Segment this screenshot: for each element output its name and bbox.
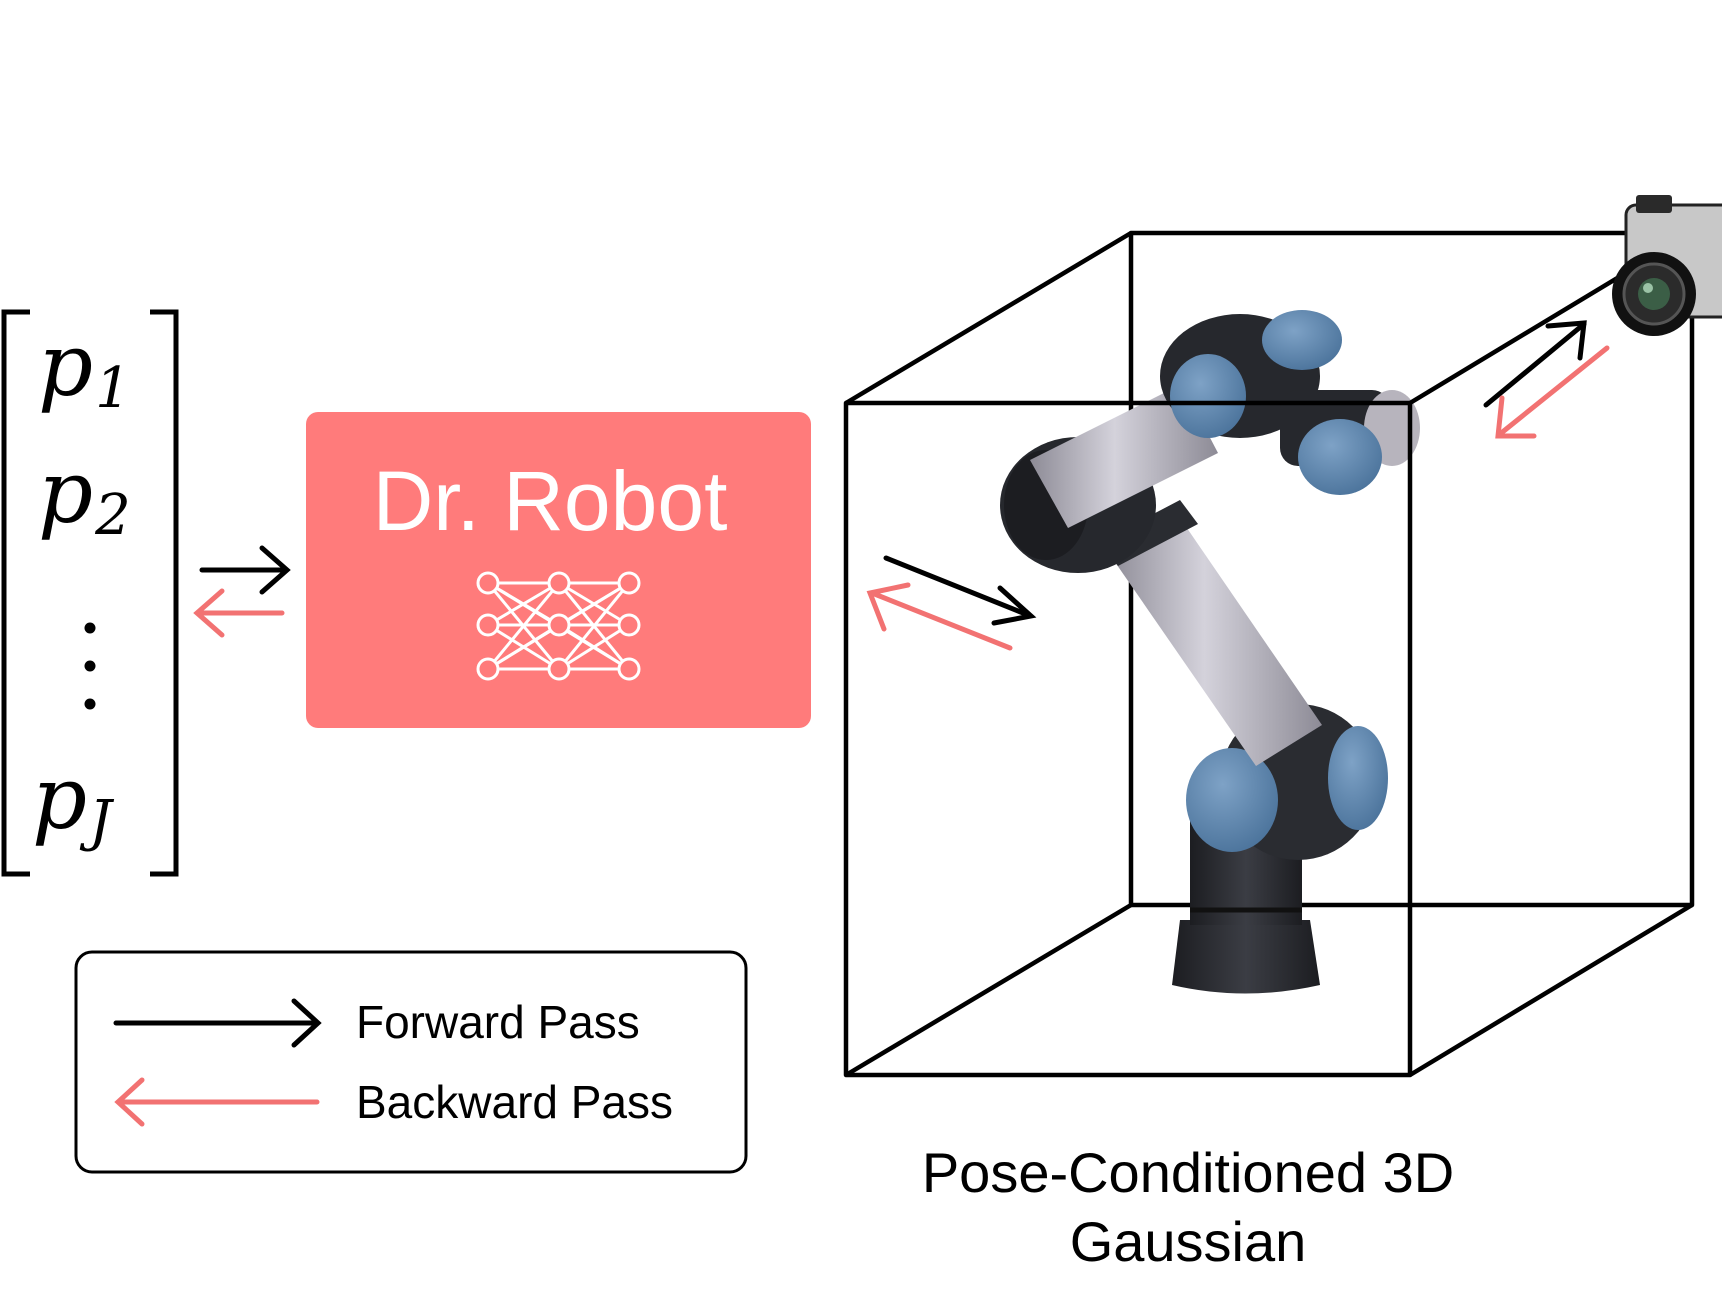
camera-arrows (1483, 320, 1610, 439)
scene-input-arrows (866, 555, 1037, 651)
legend-backward-label: Backward Pass (356, 1076, 673, 1128)
scene-caption-line1: Pose-Conditioned 3D (922, 1141, 1454, 1204)
neural-network-icon (476, 571, 641, 681)
scene-caption-line2: Gaussian (1070, 1210, 1307, 1273)
camera-backward-arrow-icon (1495, 345, 1610, 439)
legend-box (74, 950, 748, 1174)
robot-arm-icon (1000, 310, 1420, 994)
vertical-ellipsis (84, 622, 96, 710)
legend: Forward Pass Backward Pass (74, 950, 748, 1174)
camera-forward-arrow-icon (1483, 320, 1587, 408)
dr-robot-title: Dr. Robot (373, 454, 728, 548)
scene-backward-arrow-icon (866, 582, 1013, 651)
forward-arrow-icon (199, 545, 291, 595)
joint-vector: p1 p2 pJ (1, 309, 179, 877)
left-bracket (1, 309, 30, 877)
vector-model-arrows (193, 545, 291, 638)
dr-robot-model: Dr. Robot (306, 412, 811, 728)
dr-robot-box (306, 412, 811, 728)
vector-entry-j: pJ (32, 749, 115, 854)
backward-arrow-icon (193, 588, 285, 638)
cube-back-edges (844, 230, 1695, 1077)
right-bracket (150, 309, 179, 877)
legend-backward-arrow-icon (114, 1077, 320, 1127)
legend-forward-label: Forward Pass (356, 996, 640, 1048)
vector-entry-1: p1 (38, 316, 131, 421)
vector-entry-2: p2 (38, 443, 131, 548)
gaussian-scene: Pose-Conditioned 3D Gaussian (843, 195, 1722, 1273)
camera-icon (1612, 195, 1722, 336)
scene-forward-arrow-icon (883, 555, 1037, 626)
legend-forward-arrow-icon (113, 998, 322, 1048)
